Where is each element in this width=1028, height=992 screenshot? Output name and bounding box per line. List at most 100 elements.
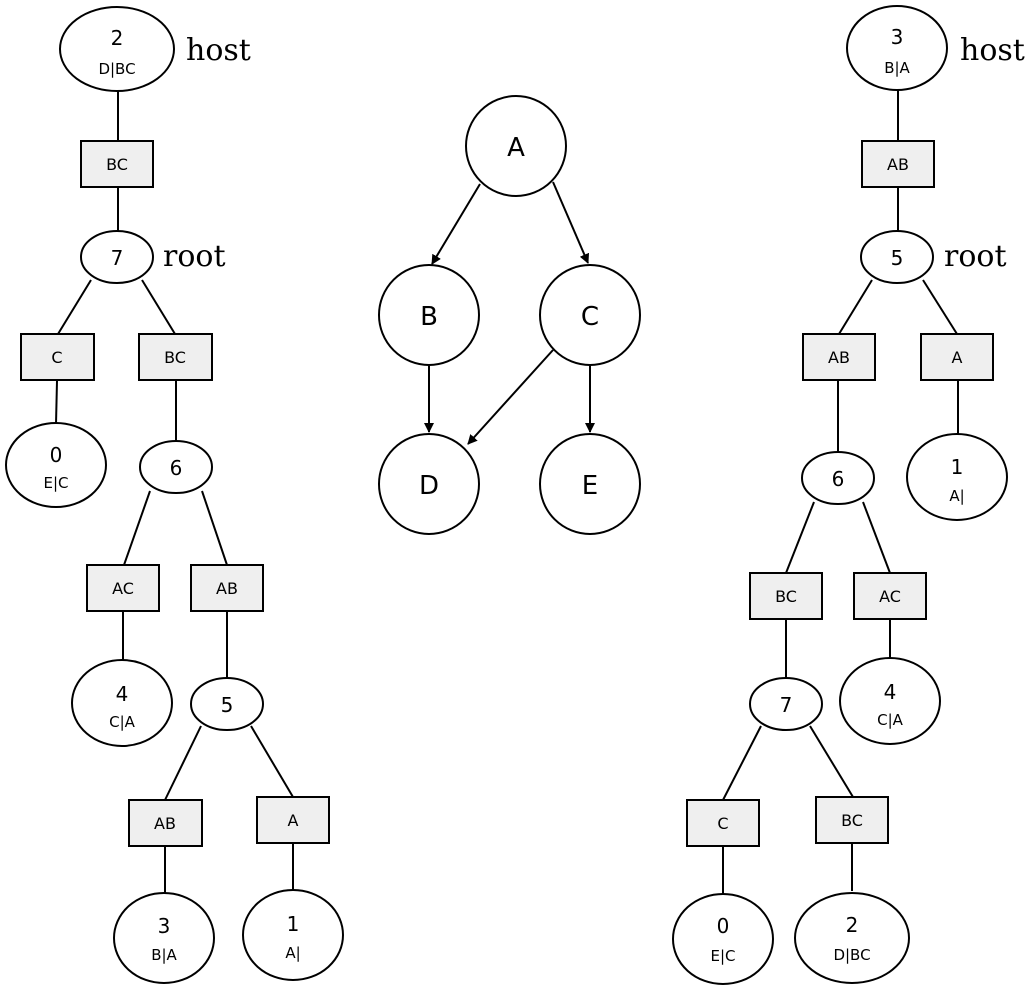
- separator-label: A: [952, 348, 963, 367]
- clique-node-host: 3 B|A: [846, 5, 948, 91]
- edge: [722, 725, 762, 801]
- separator-box: AB: [861, 140, 935, 188]
- separator-label: C: [51, 348, 62, 367]
- separator-box: AC: [86, 564, 160, 612]
- clique-node-root: 7: [80, 230, 154, 284]
- separator-box: AB: [190, 564, 264, 612]
- clique-label: D|BC: [98, 60, 135, 78]
- separator-label: BC: [775, 587, 797, 606]
- clique-label: C|A: [877, 711, 904, 729]
- clique-node-leaf: 0 E|C: [672, 893, 774, 985]
- clique-label: A|: [949, 487, 964, 505]
- edge: [862, 501, 891, 574]
- dag-edge-c-d: [467, 349, 554, 445]
- clique-id: 2: [846, 913, 859, 937]
- dag-node-label: B: [420, 302, 438, 332]
- dag-node-a: A: [465, 95, 567, 197]
- clique-label: E|C: [710, 947, 735, 965]
- separator-label: AB: [216, 579, 238, 598]
- separator-label: BC: [164, 348, 186, 367]
- separator-box: AB: [128, 799, 203, 847]
- clique-id: 5: [891, 246, 904, 270]
- clique-id: 0: [50, 443, 63, 467]
- clique-node-leaf: 1 A|: [242, 889, 344, 981]
- dag-node-e: E: [539, 433, 641, 535]
- clique-label: C|A: [109, 713, 136, 731]
- clique-label: B|A: [884, 59, 910, 77]
- clique-label: D|BC: [833, 946, 870, 964]
- clique-node-leaf: 2 D|BC: [794, 892, 910, 984]
- clique-id: 5: [221, 693, 234, 717]
- clique-node-leaf: 0 E|C: [5, 422, 107, 508]
- clique-node-leaf: 4 C|A: [839, 657, 941, 745]
- separator-label: A: [288, 811, 299, 830]
- clique-node-leaf: 1 A|: [906, 433, 1008, 521]
- clique-node: 6: [801, 451, 875, 505]
- clique-node-leaf: 3 B|A: [113, 892, 215, 984]
- dag-node-d: D: [378, 433, 480, 535]
- bayes-net-dag: A B C D E: [378, 95, 641, 535]
- separator-label: AB: [828, 348, 850, 367]
- clique-id: 1: [287, 912, 300, 936]
- clique-id: 6: [832, 467, 845, 491]
- dag-node-label: E: [582, 471, 598, 501]
- left-tree: 2 D|BC host BC 7 root C BC 0 E|C: [5, 6, 344, 984]
- clique-id: 3: [158, 914, 171, 938]
- right-tree: 3 B|A host AB 5 root AB A 1 A|: [672, 5, 1025, 985]
- clique-node: 7: [749, 677, 823, 731]
- edge: [922, 279, 958, 335]
- separator-box: C: [20, 333, 95, 381]
- edge: [201, 490, 228, 566]
- clique-node: 5: [190, 677, 264, 731]
- clique-node-leaf: 4 C|A: [71, 659, 173, 747]
- separator-box: BC: [815, 796, 889, 844]
- clique-label: A|: [285, 944, 300, 962]
- host-annotation: host: [186, 33, 251, 68]
- dag-node-label: C: [581, 302, 599, 332]
- clique-id: 1: [951, 455, 964, 479]
- separator-label: AB: [154, 814, 176, 833]
- clique-id: 6: [170, 456, 183, 480]
- separator-box: AC: [853, 572, 927, 620]
- edge: [123, 490, 151, 566]
- edge: [55, 380, 58, 425]
- edge: [838, 279, 873, 335]
- clique-node: 6: [139, 440, 213, 494]
- separator-label: AC: [879, 587, 901, 606]
- separator-box: BC: [80, 140, 154, 188]
- edge: [57, 279, 92, 335]
- clique-id: 0: [717, 914, 730, 938]
- dag-node-c: C: [539, 264, 641, 366]
- separator-box: A: [920, 333, 994, 381]
- separator-label: C: [717, 814, 728, 833]
- edge: [250, 725, 294, 798]
- dag-edge-a-c: [552, 181, 590, 264]
- dag-edge-a-b: [431, 183, 481, 265]
- clique-id: 7: [111, 246, 124, 270]
- separator-label: AC: [112, 579, 134, 598]
- root-annotation: root: [944, 239, 1007, 274]
- clique-label: B|A: [151, 946, 177, 964]
- clique-id: 3: [891, 25, 904, 49]
- clique-label: E|C: [43, 474, 68, 492]
- separator-label: BC: [841, 811, 863, 830]
- separator-label: BC: [106, 155, 128, 174]
- clique-node-host: 2 D|BC: [59, 6, 175, 92]
- separator-label: AB: [887, 155, 909, 174]
- root-annotation: root: [163, 239, 226, 274]
- separator-box: A: [256, 796, 330, 844]
- clique-id: 2: [111, 26, 124, 50]
- separator-box: BC: [138, 333, 213, 381]
- separator-box: AB: [802, 333, 876, 381]
- dag-node-b: B: [378, 264, 480, 366]
- clique-node-root: 5: [860, 230, 934, 284]
- clique-id: 4: [116, 682, 129, 706]
- separator-box: BC: [749, 572, 823, 620]
- dag-node-label: D: [419, 471, 439, 501]
- dag-node-label: A: [507, 133, 525, 163]
- separator-box: C: [686, 799, 760, 847]
- edge: [809, 725, 854, 798]
- edge: [164, 725, 202, 801]
- edge: [141, 279, 176, 335]
